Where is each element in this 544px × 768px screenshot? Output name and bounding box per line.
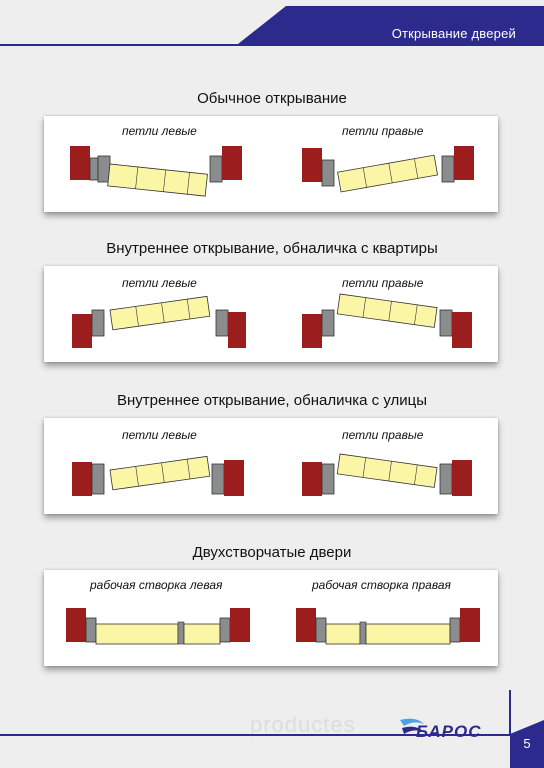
footer-vertical-rule bbox=[509, 690, 511, 736]
label-right-4: рабочая створка правая bbox=[312, 578, 451, 592]
label-left-1: петли левые bbox=[122, 124, 197, 138]
page-title: Открывание дверей bbox=[391, 26, 516, 41]
diagram-panel-4: рабочая створка левая рабочая створка пр… bbox=[44, 570, 498, 666]
header-tab bbox=[238, 6, 544, 44]
label-left-4: рабочая створка левая bbox=[90, 578, 223, 592]
label-left-2: петли левые bbox=[122, 276, 197, 290]
door-diagram-left-3 bbox=[72, 455, 244, 496]
section-title-1: Обычное открывание bbox=[197, 90, 347, 107]
door-diagram-left-2 bbox=[72, 295, 246, 348]
label-left-3: петли левые bbox=[122, 428, 197, 442]
label-right-1: петли правые bbox=[342, 124, 424, 138]
section-title-2: Внутреннее открывание, обналичка с кварт… bbox=[106, 240, 438, 257]
diagram-panel-3: петли левые петли правые bbox=[44, 418, 498, 514]
brick-wall-left bbox=[70, 146, 90, 180]
label-right-3: петли правые bbox=[342, 428, 424, 442]
brand-logo-text: БАРОС bbox=[416, 722, 482, 741]
label-right-2: петли правые bbox=[342, 276, 424, 290]
header-rule bbox=[0, 44, 544, 46]
door-diagram-right-4 bbox=[296, 608, 480, 645]
section-title-4: Двухстворчатые двери bbox=[192, 544, 352, 561]
diagram-panel-2: петли левые петли правые bbox=[44, 266, 498, 362]
door-diagram-right-1 bbox=[302, 146, 474, 193]
door-diagram-right-2 bbox=[302, 293, 472, 348]
door-diagram-left-4 bbox=[66, 608, 250, 645]
page-number: 5 bbox=[523, 736, 531, 751]
door-diagram-right-3 bbox=[302, 453, 472, 496]
door-diagram-left-1 bbox=[70, 146, 242, 197]
baros-logo-icon bbox=[400, 718, 424, 734]
footer-rule bbox=[0, 734, 512, 736]
watermark: productes bbox=[250, 712, 356, 737]
diagram-panel-1: петли левые петли правые bbox=[44, 116, 498, 212]
section-title-3: Внутреннее открывание, обналичка с улицы bbox=[116, 392, 428, 409]
